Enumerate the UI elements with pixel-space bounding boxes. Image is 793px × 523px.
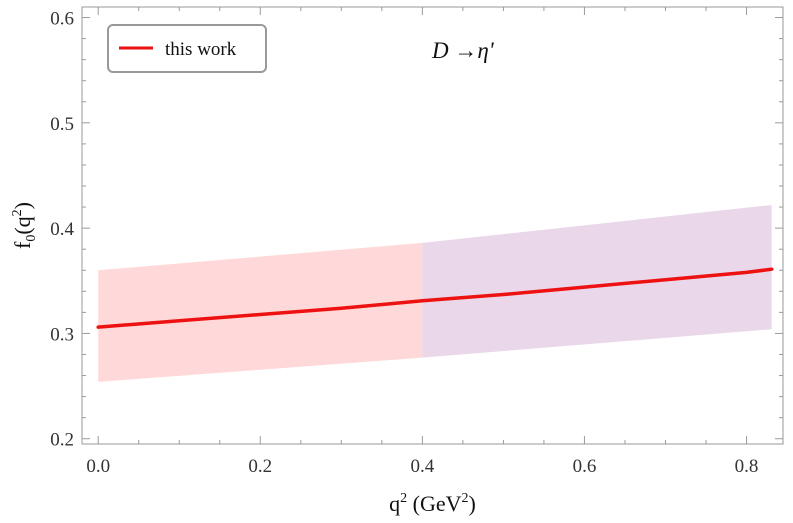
x-tick-label: 0.6 <box>573 456 597 477</box>
y-tick-label: 0.2 <box>50 430 74 451</box>
uncertainty-bands <box>98 204 772 382</box>
series-line-0 <box>96 267 774 329</box>
plot-frame <box>81 6 784 445</box>
y-tick-label: 0.3 <box>50 324 74 345</box>
x-tick-label: 0.4 <box>410 456 434 477</box>
axis-tick-labels: 0.0 0.2 0.4 0.6 0.8 0.2 0.3 0.4 0.5 0.6 <box>50 9 758 477</box>
process-annotation: D →η' <box>431 38 495 63</box>
x-tick-label: 0.0 <box>86 456 110 477</box>
uncertainty-band-1 <box>422 204 772 358</box>
y-tick-label: 0.4 <box>50 219 74 240</box>
legend-label-this-work: this work <box>165 39 237 60</box>
x-axis-title: q2 (GeV2) <box>389 491 476 516</box>
y-axis-title: f0(q2) <box>10 202 39 249</box>
uncertainty-band-0 <box>98 242 423 382</box>
legend: this work <box>107 24 267 73</box>
x-tick-label: 0.8 <box>735 456 759 477</box>
y-tick-label: 0.5 <box>50 114 74 135</box>
axis-ticks <box>82 7 783 444</box>
y-tick-label: 0.6 <box>50 9 74 30</box>
series-lines <box>96 267 774 329</box>
legend-box <box>107 24 267 73</box>
x-tick-label: 0.2 <box>248 456 272 477</box>
